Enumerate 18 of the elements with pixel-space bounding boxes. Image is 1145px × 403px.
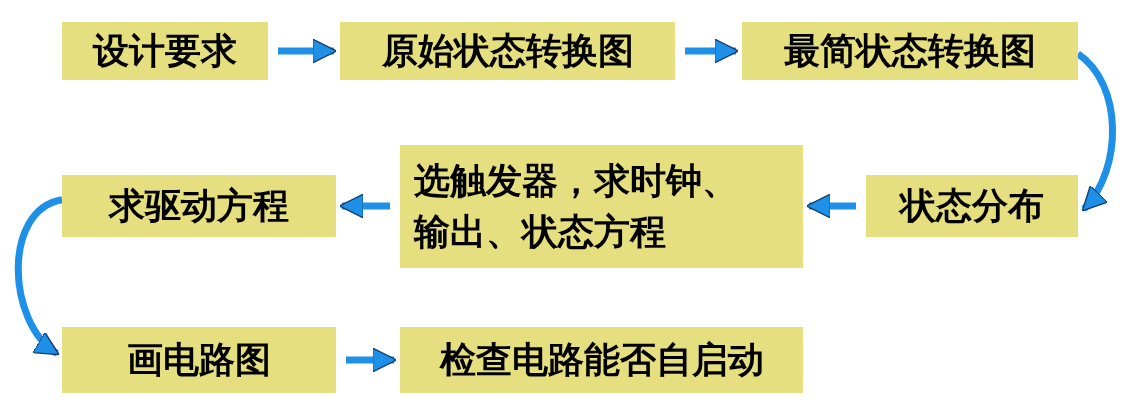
process-box xyxy=(866,175,1078,237)
step-label: 选触发器，求时钟、输出、状态方程 xyxy=(414,159,739,254)
step-label: 画电路图 xyxy=(127,337,271,382)
step-label: 状态分布 xyxy=(900,183,1044,228)
step-label: 最简状态转换图 xyxy=(784,28,1036,73)
process-box xyxy=(742,22,1078,80)
arrow xyxy=(14,196,64,357)
process-box xyxy=(62,327,336,393)
step-label: 设计要求 xyxy=(93,28,237,73)
step-label: 检查电路能否自启动 xyxy=(439,337,764,382)
arrow xyxy=(1075,51,1116,212)
process-box xyxy=(400,327,803,393)
step-label: 原始状态转换图 xyxy=(381,28,634,73)
process-box xyxy=(340,22,675,80)
process-box xyxy=(62,22,268,80)
process-box xyxy=(62,175,336,237)
process-box xyxy=(400,145,803,268)
step-label: 求驱动方程 xyxy=(109,183,289,228)
